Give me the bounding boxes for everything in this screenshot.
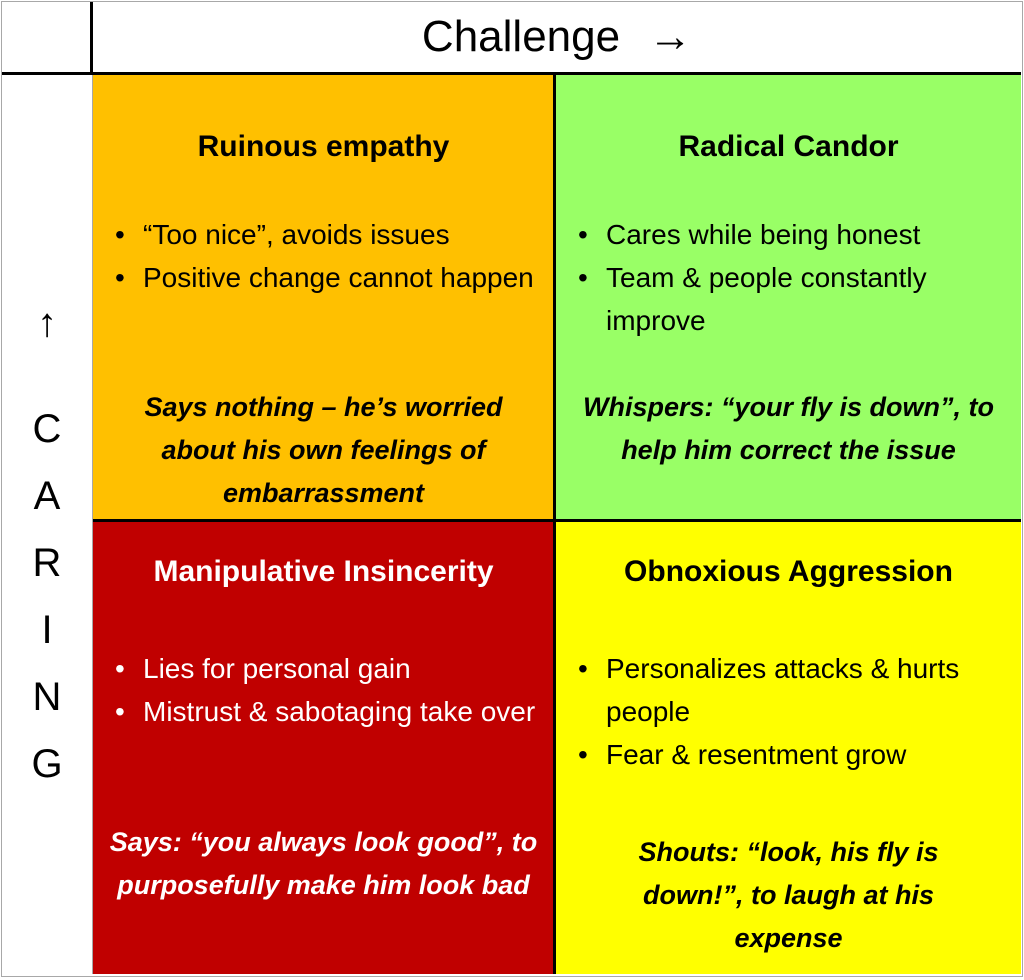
caring-letter: G [31, 742, 63, 786]
bullet-list: “Too nice”, avoids issues Positive chang… [115, 213, 544, 299]
quadrant-radical-candor: Radical Candor Cares while being honest … [556, 75, 1021, 520]
bullet-item: Personalizes attacks & hurts people [578, 647, 1011, 733]
bullet-list: Cares while being honest Team & people c… [578, 213, 1011, 342]
bullet-item: Positive change cannot happen [115, 256, 544, 299]
caring-letter: C [32, 407, 62, 451]
caring-letter: A [33, 474, 61, 518]
divider-axis-column [92, 75, 93, 974]
divider-header-vertical [90, 2, 93, 74]
bullet-list: Personalizes attacks & hurts people Fear… [578, 647, 1011, 776]
example-quote: Says nothing – he’s worried about his ow… [144, 392, 503, 508]
quadrant-title: Ruinous empathy [197, 130, 450, 163]
quadrant-ruinous-empathy: Ruinous empathy “Too nice”, avoids issue… [93, 75, 554, 520]
caring-letter: N [32, 675, 62, 719]
caring-letter: R [32, 541, 62, 585]
quadrant-title: Radical Candor [678, 130, 899, 163]
up-arrow-icon: ↑ [37, 301, 57, 345]
bullet-list: Lies for personal gain Mistrust & sabota… [115, 647, 544, 733]
caring-letters: C A R I N G [2, 396, 92, 798]
divider-quadrants-horizontal [93, 519, 1021, 522]
bullet-item: Fear & resentment grow [578, 733, 1011, 776]
example-quote: Shouts: “look, his fly is down!”, to lau… [638, 837, 939, 953]
caring-letter: I [41, 608, 53, 652]
divider-header-horizontal [2, 72, 1021, 75]
quadrant-obnoxious-aggression: Obnoxious Aggression Personalizes attack… [556, 522, 1021, 974]
bullet-item: Mistrust & sabotaging take over [115, 690, 544, 733]
bullet-item: Team & people constantly improve [578, 256, 1011, 342]
example-quote: Whispers: “your fly is down”, to help hi… [582, 392, 995, 465]
example-quote: Says: “you always look good”, to purpose… [109, 827, 538, 900]
quadrant-title: Obnoxious Aggression [624, 555, 953, 588]
bullet-item: Cares while being honest [578, 213, 1011, 256]
quadrant-manipulative-insincerity: Manipulative Insincerity Lies for person… [93, 522, 554, 974]
quadrant-title: Manipulative Insincerity [153, 555, 494, 588]
right-arrow-icon: → [648, 12, 693, 61]
challenge-axis-label: Challenge → [93, 2, 1021, 72]
caring-axis-label: ↑ C A R I N G [2, 76, 92, 974]
bullet-item: “Too nice”, avoids issues [115, 213, 544, 256]
divider-quadrants-vertical [553, 75, 556, 974]
challenge-label: Challenge [421, 12, 621, 61]
bullet-item: Lies for personal gain [115, 647, 544, 690]
